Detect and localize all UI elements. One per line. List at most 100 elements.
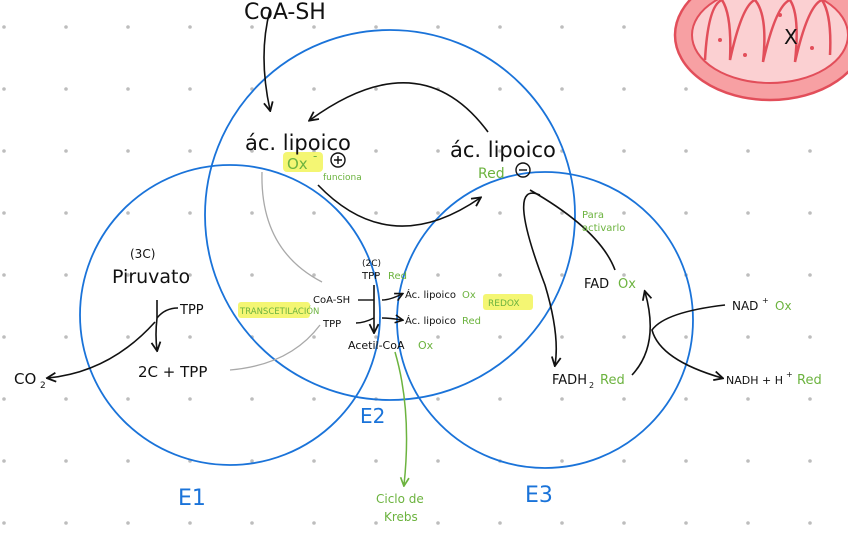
grid-dot [498, 521, 502, 525]
to-fadh2-arrow [522, 192, 557, 365]
grid-dot [2, 25, 6, 29]
mitochondrion-icon [673, 0, 848, 102]
grid-dot [746, 521, 750, 525]
plus-circle-icon [330, 152, 346, 168]
red-small-state: Red [462, 316, 481, 327]
grid-dot [126, 521, 130, 525]
grid-dot [746, 273, 750, 277]
nadh-red-state: Red [797, 373, 822, 388]
krebs-label: Krebs [384, 510, 418, 524]
lipoico-ox-small-arrow [381, 294, 402, 300]
grid-dot [374, 459, 378, 463]
co2-label: CO [14, 370, 36, 388]
grid-dot [126, 397, 130, 401]
grid-dot [2, 335, 6, 339]
piruvato-label: Piruvato [112, 266, 190, 288]
twoc-gray-connector [229, 324, 321, 371]
grid-dot [126, 25, 130, 29]
grid-dot [374, 211, 378, 215]
funciona-label: funciona [323, 173, 362, 183]
grid-dot [622, 335, 626, 339]
reduction-arrow [317, 184, 480, 227]
co2-subscript: 2 [40, 381, 46, 391]
grid-dot [188, 273, 192, 277]
grid-dot [2, 397, 6, 401]
grid-dot [250, 25, 254, 29]
nad-label: NAD [732, 299, 758, 313]
grid-dot [64, 87, 68, 91]
nad-plus: + [762, 296, 769, 305]
grid-dot [64, 211, 68, 215]
acetil-ox-state: Ox [418, 339, 434, 352]
grid-dot [684, 149, 688, 153]
grid-dot [746, 397, 750, 401]
grid-dot [622, 397, 626, 401]
redox-highlight [483, 294, 533, 310]
grid-dot [312, 273, 316, 277]
grid-dot [746, 149, 750, 153]
grid-dot [436, 521, 440, 525]
grid-dot [560, 25, 564, 29]
tpp-small-top: TPP [361, 271, 380, 282]
grid-dot [808, 335, 812, 339]
nadh-label: NADH + H [726, 374, 783, 387]
grid-dot [622, 459, 626, 463]
grid-dot [2, 521, 6, 525]
grid-dot [126, 149, 130, 153]
fad-return-line [529, 189, 616, 271]
grid-dot [312, 211, 316, 215]
grid-dot [64, 335, 68, 339]
e2-circle [204, 29, 576, 401]
grid-dot [560, 335, 564, 339]
grid-dot [684, 335, 688, 339]
piruvato-down-arrow [156, 300, 157, 350]
grid-dot [312, 25, 316, 29]
grid-dot [126, 459, 130, 463]
grid-dot [312, 335, 316, 339]
redox-label: REDOX [488, 299, 520, 309]
grid-dot [746, 211, 750, 215]
two-c-small-label: (2C) [362, 259, 381, 269]
tpp-red-state: Red [388, 271, 407, 282]
grid-dot [64, 397, 68, 401]
grid-dot [374, 335, 378, 339]
fadh2-to-fad-arrow [631, 292, 650, 376]
grid-dot [374, 149, 378, 153]
grid-dot [436, 397, 440, 401]
fadh2-label: FADH [552, 373, 587, 388]
e2-label: E2 [360, 404, 385, 428]
grid-dot [560, 87, 564, 91]
transacetilacion-label: TRANSCETILACIÓN [239, 305, 319, 317]
tpp-small-label: TPP [322, 319, 341, 330]
grid-dot [250, 397, 254, 401]
transacetilacion-highlight [238, 302, 310, 318]
grid-dot [250, 521, 254, 525]
grid-dot [498, 397, 502, 401]
e1-circle [79, 164, 381, 466]
grid-dot [684, 87, 688, 91]
grid-dot [436, 149, 440, 153]
ox-small-state: Ox [462, 290, 476, 301]
e3-label: E3 [525, 483, 553, 508]
three-c-label: (3C) [130, 247, 155, 261]
grid-dot [808, 211, 812, 215]
grid-dot [808, 273, 812, 277]
oxidation-arrow [310, 82, 489, 133]
coash-small-label: CoA-SH [313, 295, 350, 306]
nad-to-nadh-arrow [651, 304, 726, 378]
grid-dot [188, 87, 192, 91]
grid-dot [312, 149, 316, 153]
grid-dot [560, 459, 564, 463]
grid-dot [2, 273, 6, 277]
grid-dot [250, 149, 254, 153]
grid-dot [2, 459, 6, 463]
coash-top-label: CoA-SH [244, 0, 326, 25]
grid-dot [622, 25, 626, 29]
grid-dot [64, 521, 68, 525]
grid-dot [436, 273, 440, 277]
grid-dot [436, 459, 440, 463]
lipoico-ox-small-label: Ác. lipoico [405, 288, 456, 301]
grid-dot [374, 521, 378, 525]
x-mark-icon: X [784, 25, 798, 49]
grid-dot [622, 521, 626, 525]
